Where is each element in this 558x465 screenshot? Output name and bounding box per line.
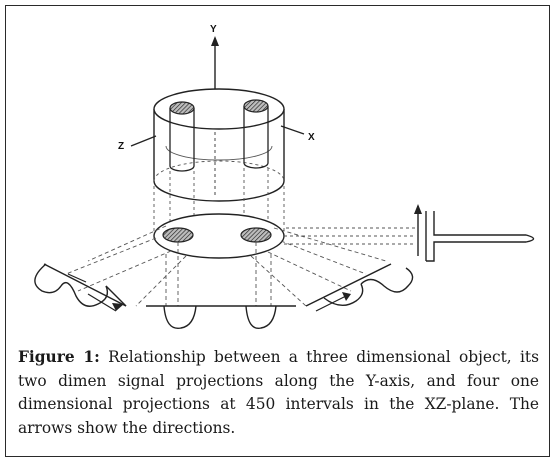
bottom-profile-projection: [146, 305, 296, 330]
projection-disc: [153, 213, 285, 259]
projection-diagram: Y Z X: [34, 24, 535, 330]
lower-right-profile-projection: [305, 263, 414, 312]
right-profile-projection: [284, 204, 535, 262]
figure-frame: Y Z X: [5, 5, 550, 457]
figure-caption: Figure 1: Relationship between a three d…: [18, 346, 539, 440]
cylinder-object: [153, 88, 285, 202]
left-projection-arrow: [67, 273, 87, 283]
y-axis-label: Y: [210, 24, 217, 35]
left-profile-projection: [34, 263, 127, 312]
figure-caption-label: Figure 1:: [18, 348, 100, 366]
oblique-projection-lines: [65, 225, 387, 307]
figure-caption-text: Relationship between a three dimensional…: [18, 348, 540, 437]
z-axis-label: Z: [118, 141, 124, 152]
x-axis-label: X: [308, 132, 315, 143]
